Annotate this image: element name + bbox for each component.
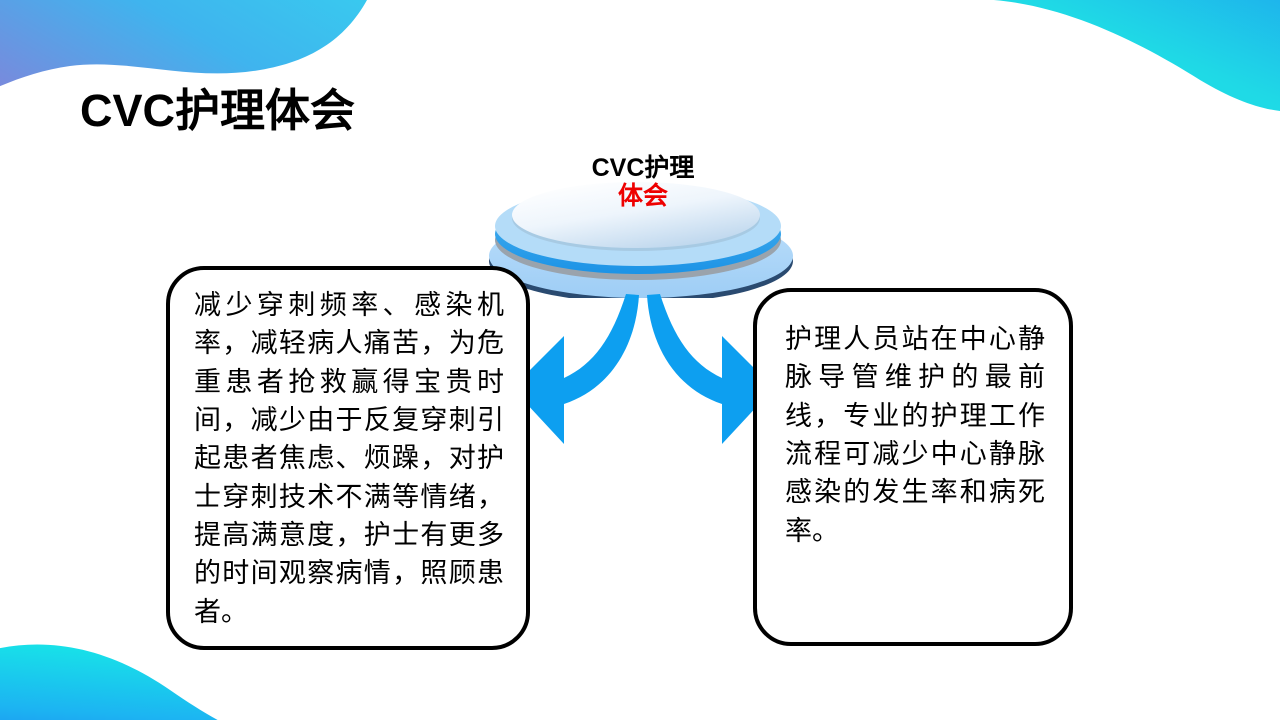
disc-shape xyxy=(489,182,793,298)
arrow-group xyxy=(512,294,774,444)
right-outcome-box: 护理人员站在中心静脉导管维护的最前线，专业的护理工作流程可减少中心静脉感染的发生… xyxy=(753,288,1073,646)
arrow-left-down xyxy=(512,294,639,444)
cvc-nursing-disc: CVC护理 体会 xyxy=(478,118,808,298)
left-outcome-box: 减少穿刺频率、感染机率，减轻病人痛苦，为危重患者抢救赢得宝贵时间，减少由于反复穿… xyxy=(166,266,530,650)
left-outcome-text: 减少穿刺频率、感染机率，减轻病人痛苦，为危重患者抢救赢得宝贵时间，减少由于反复穿… xyxy=(194,290,504,627)
right-outcome-text: 护理人员站在中心静脉导管维护的最前线，专业的护理工作流程可减少中心静脉感染的发生… xyxy=(785,324,1045,546)
page-title: CVC护理体会 xyxy=(80,85,356,136)
top-right-cyan-swoosh xyxy=(950,0,1280,112)
